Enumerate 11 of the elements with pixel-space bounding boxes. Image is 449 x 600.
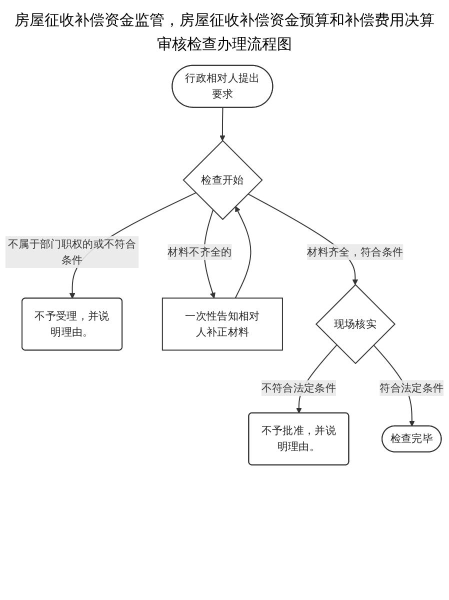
edge-label: 材料不齐全的 xyxy=(168,245,232,258)
edge-label: 不符合法定条件 xyxy=(261,381,336,394)
edge-label: 不属于部门职权的或不符合条件 xyxy=(8,237,136,266)
edge-label: 符合法定条件 xyxy=(380,381,444,394)
diagram-title: 房屋征收补偿资金监管，房屋征收补偿资金预算和补偿费用决算审核检查办理流程图 xyxy=(14,10,436,55)
edge-label: 材料齐全，符合条件 xyxy=(307,245,404,258)
node-diamond: 现场核实 xyxy=(315,284,396,364)
node-box: 一次性告知相对人补正材料 xyxy=(162,298,283,351)
arrow xyxy=(220,107,226,141)
arrow xyxy=(234,206,252,299)
node-diamond: 检查开始 xyxy=(182,140,263,220)
